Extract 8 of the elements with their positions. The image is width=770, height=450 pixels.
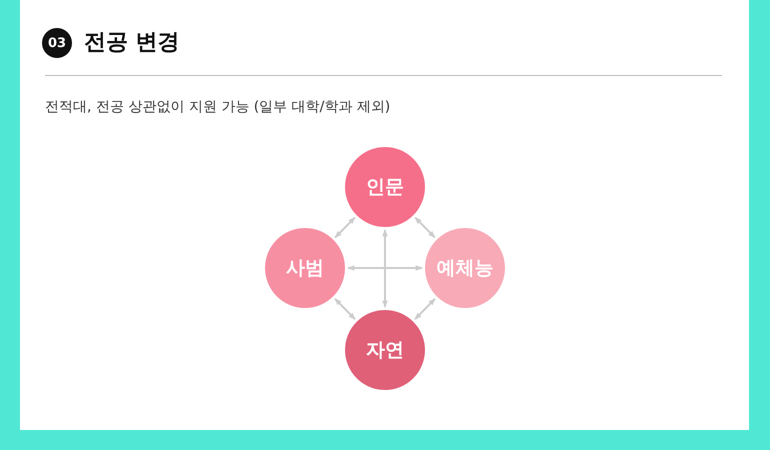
double-arrow <box>334 216 356 238</box>
subtitle: 전적대, 전공 상관없이 지원 가능 (일부 대학/학과 제외) <box>45 98 390 116</box>
title: 전공 변경 <box>84 29 180 57</box>
double-arrow <box>382 229 388 308</box>
double-arrow <box>414 216 436 238</box>
double-arrow <box>414 298 436 320</box>
double-arrow <box>334 298 356 320</box>
double-arrow <box>347 265 423 271</box>
